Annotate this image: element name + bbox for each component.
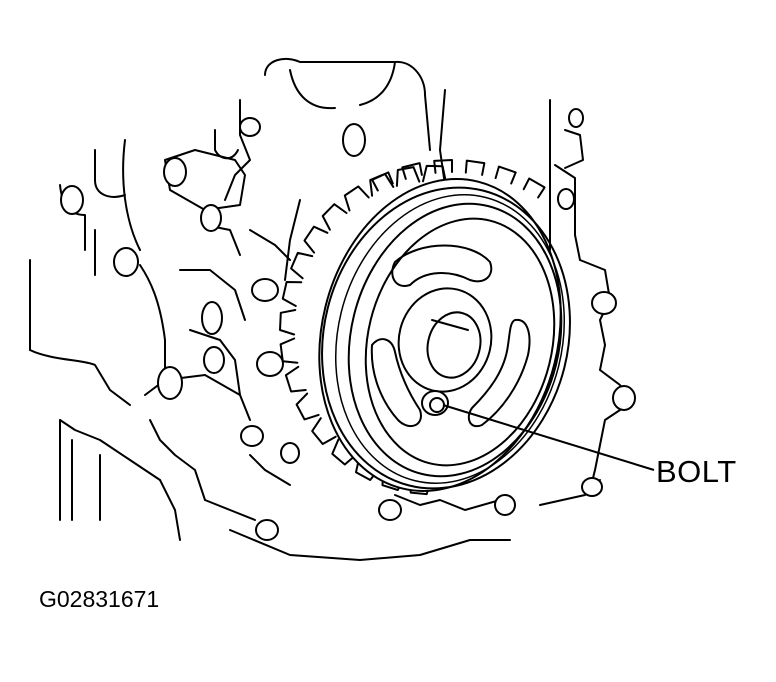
gear-tooth: [331, 438, 358, 466]
gear-tooth: [343, 185, 370, 212]
gear-tooth: [522, 177, 546, 199]
engine-block-outline: [29, 57, 631, 561]
figure-id: G02831671: [39, 586, 160, 612]
pulley-bolt: [421, 390, 449, 416]
bolt-callout-label: BOLT: [656, 454, 737, 489]
gear-tooth: [401, 162, 423, 180]
gear-tooth: [290, 251, 314, 280]
gear-tooth: [279, 309, 297, 336]
crankshaft-pulley: [318, 178, 571, 492]
gear-tooth: [464, 159, 486, 176]
block-bolt-bosses: [60, 108, 636, 541]
gear-tooth: [295, 392, 320, 421]
gear-tooth: [321, 203, 348, 231]
gear-tooth: [395, 166, 421, 187]
gear-tooth: [281, 281, 303, 307]
timing-gear-teeth: [279, 159, 546, 496]
gear-tooth: [303, 225, 329, 254]
gear-tooth: [279, 337, 299, 364]
gear-tooth: [494, 165, 517, 185]
bolt-leader-line: [442, 404, 655, 471]
gear-tooth: [433, 159, 453, 174]
gear-tooth: [371, 171, 394, 192]
gear-tooth: [311, 417, 337, 445]
gear-tooth: [284, 365, 307, 393]
